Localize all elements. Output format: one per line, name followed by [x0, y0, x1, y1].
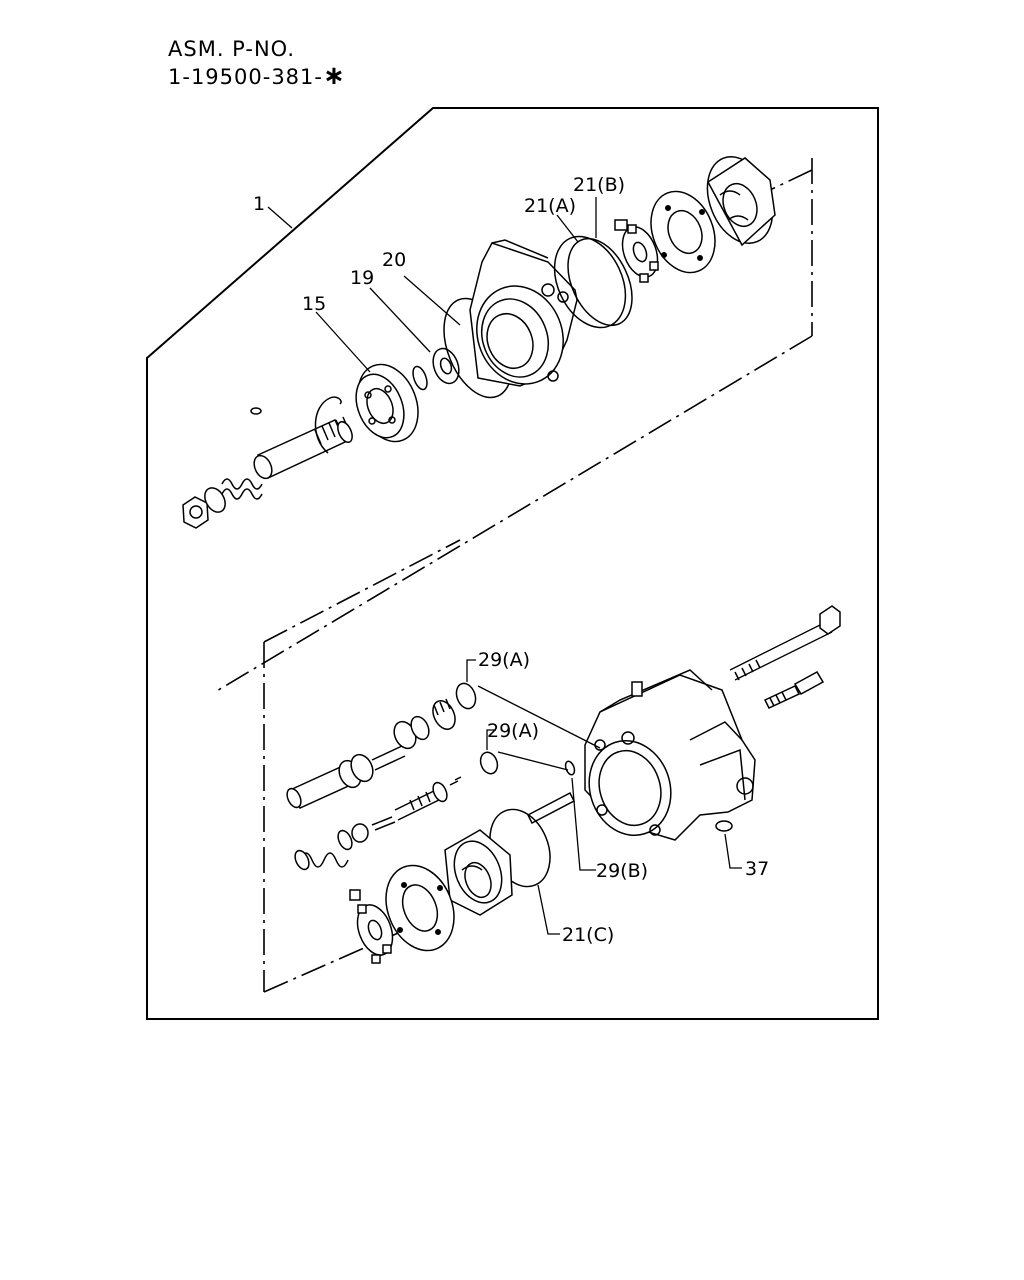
callout-21b: 21(B): [573, 174, 625, 196]
shaft-spring: [221, 478, 263, 500]
through-bolt: [729, 605, 841, 681]
valve-spring: [294, 816, 396, 871]
bearing-15: [355, 363, 419, 443]
asterisk-icon: ∗: [322, 61, 346, 91]
callout-29b: 29(B): [596, 860, 648, 882]
assembly-label: ASM. P-NO.: [168, 37, 296, 61]
shaft-nut: [182, 487, 226, 529]
shaft-key: [250, 407, 262, 415]
callout-15: 15: [302, 293, 326, 315]
callout-21a: 21(A): [524, 195, 576, 217]
o-ring-29a-upper: [455, 682, 477, 710]
flow-control-valve: [286, 698, 456, 809]
pump-front-housing: [469, 239, 578, 387]
snap-ring: [412, 365, 428, 391]
relief-valve: [394, 776, 462, 821]
assembly-part-number: ASM. P-NO. 1-19500-381-∗: [168, 36, 346, 91]
o-ring-21b: [567, 237, 633, 327]
rotor-upper: [614, 219, 659, 283]
callout-29a-lower: 29(A): [487, 720, 539, 742]
washer-19: [432, 347, 460, 385]
kit-outline: [146, 107, 879, 1020]
pressure-plate-upper: [706, 156, 776, 247]
callout-20: 20: [382, 249, 406, 271]
assembly-number: 1-19500-381-∗: [168, 63, 346, 91]
drive-shaft: [253, 416, 353, 480]
o-ring-37: [715, 820, 733, 832]
callout-37: 37: [745, 858, 769, 880]
callout-1: 1: [253, 193, 265, 215]
rotor-lower: [349, 889, 394, 964]
callout-21c: 21(C): [562, 924, 614, 946]
dowel-pin: [527, 791, 575, 825]
callout-29a-upper: 29(A): [478, 649, 530, 671]
o-ring-29a-lower: [479, 751, 499, 775]
callout-19: 19: [350, 267, 374, 289]
o-ring-29b: [564, 760, 576, 776]
pressure-plate-lower: [444, 829, 513, 916]
leader-lines: [267, 197, 742, 935]
stud-fitting: [763, 670, 825, 709]
upper-assembly-enclosure: [214, 158, 813, 693]
shaft-snap-ring: [314, 396, 342, 454]
assembly-number-text: 1-19500-381-: [168, 65, 323, 89]
cam-ring-lower: [385, 864, 455, 952]
cam-ring-upper: [650, 190, 716, 274]
pump-rear-housing: [584, 669, 756, 841]
